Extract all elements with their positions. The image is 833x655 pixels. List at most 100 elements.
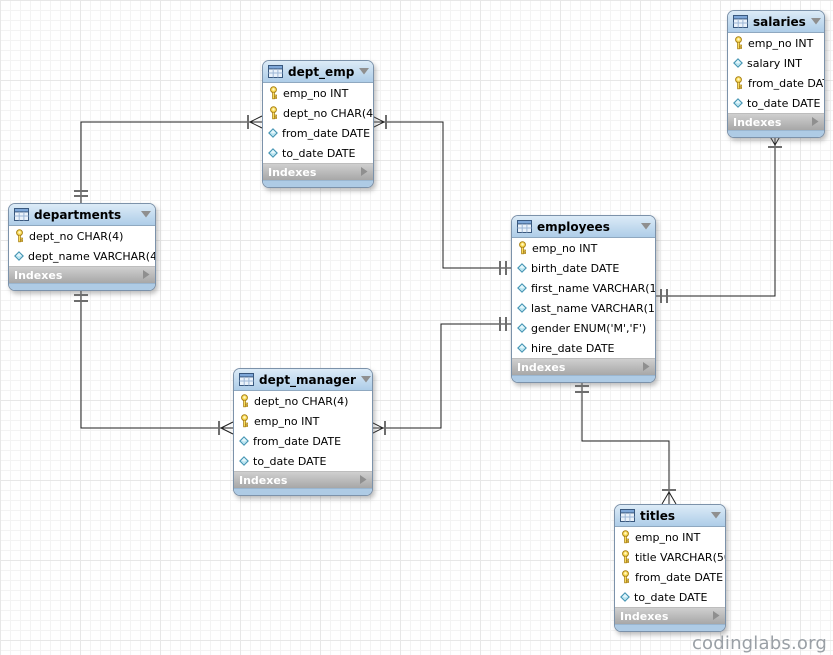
expand-arrow-icon[interactable]	[361, 166, 368, 179]
field-row[interactable]: from_date DATE	[234, 431, 372, 451]
indexes-row[interactable]: Indexes	[512, 358, 655, 375]
field-label: dept_no CHAR(4)	[254, 394, 349, 408]
relationship-employees-titles[interactable]	[575, 378, 677, 505]
field-label: emp_no INT	[283, 86, 349, 100]
table-footer	[263, 180, 373, 187]
field-row[interactable]: from_date DATE	[263, 123, 373, 143]
indexes-label: Indexes	[268, 165, 317, 179]
expand-arrow-icon[interactable]	[713, 610, 720, 623]
field-row[interactable]: title VARCHAR(50)	[615, 547, 725, 567]
indexes-row[interactable]: Indexes	[263, 163, 373, 180]
primary-key-icon	[733, 76, 744, 90]
column-icon	[517, 303, 527, 313]
table-salaries[interactable]: salaries emp_no INT salary INT	[727, 10, 825, 138]
field-row[interactable]: emp_no INT	[263, 83, 373, 103]
field-label: title VARCHAR(50)	[635, 550, 725, 564]
field-label: from_date DATE	[253, 434, 342, 448]
table-footer	[234, 488, 372, 495]
column-icon	[239, 456, 249, 466]
expand-arrow-icon[interactable]	[360, 474, 367, 487]
field-row[interactable]: emp_no INT	[728, 33, 824, 53]
table-icon	[239, 373, 254, 386]
field-label: first_name VARCHAR(14)	[531, 281, 655, 295]
table-header[interactable]: salaries	[728, 11, 824, 33]
table-header[interactable]: dept_emp	[263, 61, 373, 83]
field-label: dept_no CHAR(4)	[29, 229, 124, 243]
relationship-employees-dept_manager[interactable]	[370, 317, 511, 435]
field-row[interactable]: to_date DATE	[728, 93, 824, 113]
relationship-departments-dept_emp[interactable]	[74, 115, 263, 203]
table-title: titles	[640, 508, 675, 523]
column-icon	[517, 323, 527, 333]
field-row[interactable]: last_name VARCHAR(16)	[512, 298, 655, 318]
table-title: departments	[34, 207, 122, 222]
field-label: to_date DATE	[282, 146, 356, 160]
table-icon	[733, 15, 748, 28]
field-row[interactable]: first_name VARCHAR(14)	[512, 278, 655, 298]
field-row[interactable]: emp_no INT	[512, 238, 655, 258]
relationship-employees-dept_emp[interactable]	[371, 115, 511, 275]
collapse-arrow-icon[interactable]	[360, 376, 371, 383]
field-row[interactable]: gender ENUM('M','F')	[512, 318, 655, 338]
field-row[interactable]: to_date DATE	[234, 451, 372, 471]
field-label: salary INT	[747, 56, 802, 70]
collapse-arrow-icon[interactable]	[359, 68, 370, 75]
table-title: dept_emp	[288, 64, 355, 79]
column-icon	[733, 98, 743, 108]
field-label: birth_date DATE	[531, 261, 620, 275]
field-list: emp_no INT birth_date DATE first_name VA…	[512, 238, 655, 358]
field-row[interactable]: dept_no CHAR(4)	[263, 103, 373, 123]
table-header[interactable]: titles	[615, 505, 725, 527]
field-label: emp_no INT	[532, 241, 598, 255]
indexes-row[interactable]: Indexes	[615, 607, 725, 624]
field-row[interactable]: hire_date DATE	[512, 338, 655, 358]
field-row[interactable]: dept_no CHAR(4)	[9, 226, 155, 246]
field-row[interactable]: to_date DATE	[615, 587, 725, 607]
indexes-row[interactable]: Indexes	[234, 471, 372, 488]
table-titles[interactable]: titles emp_no INT	[614, 504, 726, 632]
collapse-arrow-icon[interactable]	[141, 211, 151, 218]
collapse-arrow-icon[interactable]	[711, 512, 721, 519]
indexes-row[interactable]: Indexes	[728, 113, 824, 130]
table-title: salaries	[753, 14, 806, 29]
table-departments[interactable]: departments dept_no CHAR(4) dept_na	[8, 203, 156, 291]
table-dept_manager[interactable]: dept_manager dept_no CHAR(4)	[233, 368, 373, 496]
collapse-arrow-icon[interactable]	[641, 223, 651, 230]
field-label: gender ENUM('M','F')	[531, 321, 647, 335]
field-row[interactable]: from_date DATE	[728, 73, 824, 93]
column-icon	[268, 148, 278, 158]
column-icon	[517, 283, 527, 293]
field-row[interactable]: dept_name VARCHAR(40)	[9, 246, 155, 266]
field-row[interactable]: from_date DATE	[615, 567, 725, 587]
table-header[interactable]: dept_manager	[234, 369, 372, 391]
field-row[interactable]: to_date DATE	[263, 143, 373, 163]
table-icon	[268, 65, 283, 78]
field-row[interactable]: salary INT	[728, 53, 824, 73]
collapse-arrow-icon[interactable]	[810, 18, 821, 25]
table-footer	[512, 375, 655, 382]
expand-arrow-icon[interactable]	[143, 269, 150, 282]
field-row[interactable]: dept_no CHAR(4)	[234, 391, 372, 411]
field-row[interactable]: emp_no INT	[615, 527, 725, 547]
table-dept_emp[interactable]: dept_emp emp_no INT	[262, 60, 374, 188]
table-employees[interactable]: employees emp_no INT birth_date DAT	[511, 215, 656, 383]
field-row[interactable]: birth_date DATE	[512, 258, 655, 278]
expand-arrow-icon[interactable]	[812, 116, 819, 129]
field-row[interactable]: emp_no INT	[234, 411, 372, 431]
primary-key-icon	[620, 570, 631, 584]
indexes-row[interactable]: Indexes	[9, 266, 155, 283]
field-label: hire_date DATE	[531, 341, 615, 355]
table-header[interactable]: employees	[512, 216, 655, 238]
field-label: to_date DATE	[747, 96, 821, 110]
primary-key-icon	[14, 229, 25, 243]
relationship-departments-dept_manager[interactable]	[74, 286, 234, 435]
field-label: from_date DATE	[748, 76, 824, 90]
field-label: emp_no INT	[635, 530, 701, 544]
table-header[interactable]: departments	[9, 204, 155, 226]
expand-arrow-icon[interactable]	[643, 361, 650, 374]
primary-key-icon	[268, 106, 279, 120]
table-icon	[14, 208, 29, 221]
